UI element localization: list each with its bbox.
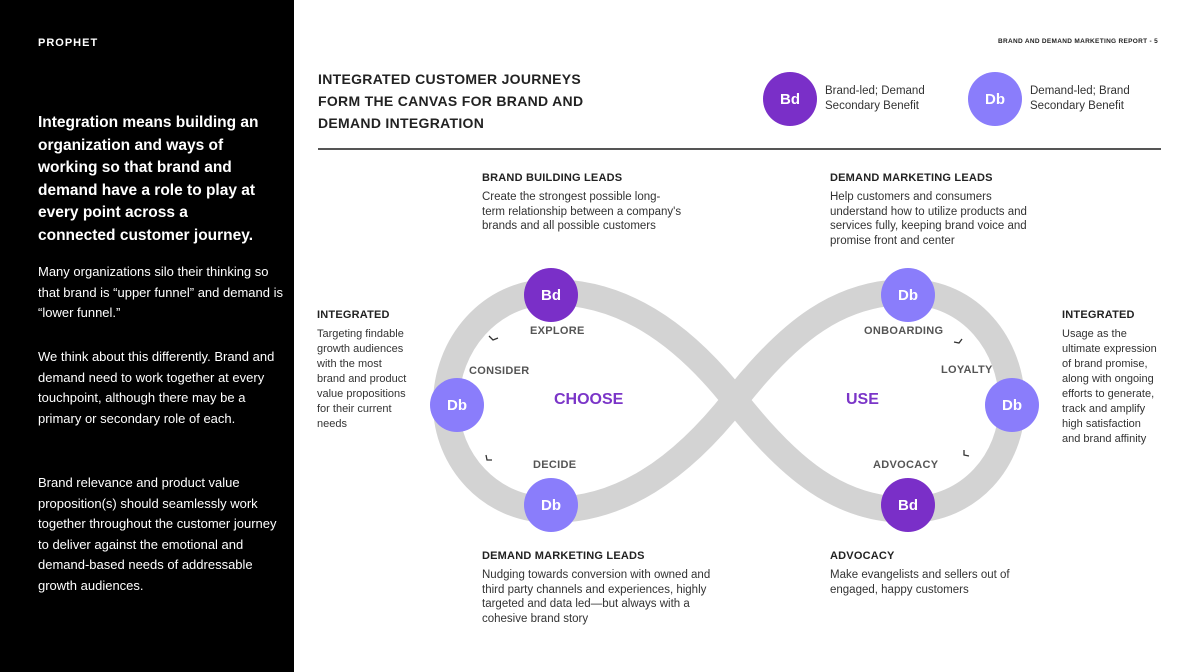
block-heading: INTEGRATED [1062, 309, 1135, 321]
block-heading: INTEGRATED [317, 309, 390, 321]
legend-bd-badge: Bd [763, 72, 817, 126]
sidebar: PROPHET Integration means building an or… [0, 0, 294, 672]
page-title: INTEGRATED CUSTOMER JOURNEYS FORM THE CA… [318, 71, 584, 131]
paragraph: We think about this differently. Brand a… [38, 349, 275, 426]
legend-db-text: Demand-led; Brand Secondary Benefit [1030, 85, 1130, 112]
phase-choose: CHOOSE [554, 391, 624, 408]
node-consider: Db [430, 378, 484, 432]
block-text: Make evangelists and sellers out of enga… [830, 569, 1010, 596]
chevron-icon [963, 450, 970, 457]
block-integrated-left: INTEGRATED Targeting findable growth aud… [317, 309, 407, 432]
legend-db-badge: Db [968, 72, 1022, 126]
block-text: Nudging towards conversion with owned an… [482, 569, 711, 625]
block-text: Targeting findable growth audiences with… [317, 328, 407, 430]
legend-bd-text: Brand-led; Demand Secondary Benefit [825, 85, 925, 112]
loop-path [432, 278, 1026, 524]
chevron-icon [953, 338, 963, 344]
stage-loyalty: LOYALTY [941, 364, 993, 376]
block-advocacy: ADVOCACY Make evangelists and sellers ou… [830, 550, 1025, 597]
block-text: Usage as the ultimate expression of bran… [1062, 328, 1157, 445]
block-integrated-right: INTEGRATED Usage as the ultimate express… [1062, 309, 1158, 447]
block-heading: DEMAND MARKETING LEADS [482, 550, 645, 562]
divider [318, 148, 1161, 150]
node-loyalty: Db [985, 378, 1039, 432]
paragraph: Brand relevance and product value propos… [38, 475, 277, 593]
block-demand-top: DEMAND MARKETING LEADS Help customers an… [830, 172, 1045, 248]
stage-decide: DECIDE [533, 459, 577, 471]
chevron-icon [485, 454, 492, 461]
block-heading: BRAND BUILDING LEADS [482, 172, 623, 184]
block-heading: ADVOCACY [830, 550, 895, 562]
block-demand-bottom: DEMAND MARKETING LEADS Nudging towards c… [482, 550, 732, 626]
node-onboarding: Db [881, 268, 935, 322]
stage-consider: CONSIDER [469, 365, 530, 377]
node-advocacy: Bd [881, 478, 935, 532]
paragraph: Many organizations silo their thinking s… [38, 264, 283, 320]
block-text: Help customers and consumers understand … [830, 191, 1027, 247]
chevron-icon [488, 335, 499, 341]
block-brand-building: BRAND BUILDING LEADS Create the stronges… [482, 172, 682, 234]
stage-explore: EXPLORE [530, 325, 585, 337]
stage-onboarding: ONBOARDING [864, 325, 944, 337]
block-heading: DEMAND MARKETING LEADS [830, 172, 993, 184]
report-header: BRAND AND DEMAND MARKETING REPORT - 5 [998, 38, 1158, 45]
block-text: Create the strongest possible long-term … [482, 191, 682, 232]
lead-statement: Integration means building an organizati… [38, 114, 259, 244]
prophet-logo: PROPHET [38, 37, 99, 49]
stage-advocacy: ADVOCACY [873, 459, 939, 471]
node-explore: Bd [524, 268, 578, 322]
phase-use: USE [846, 391, 879, 408]
node-decide: Db [524, 478, 578, 532]
